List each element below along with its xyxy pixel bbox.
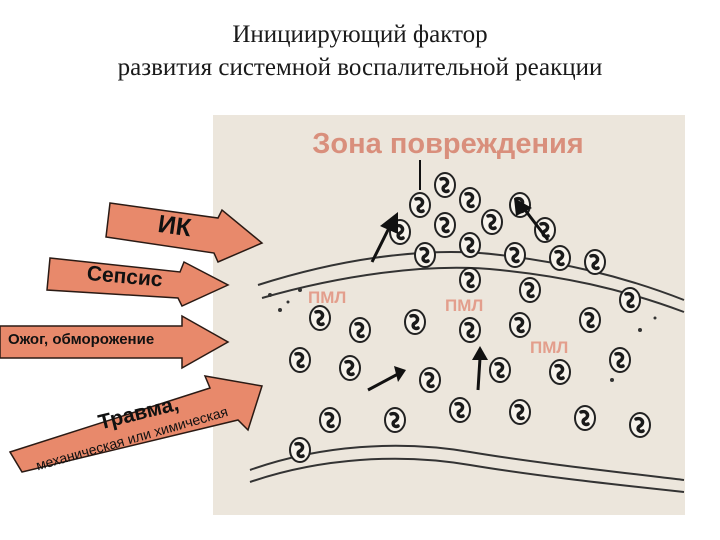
cell-label-pmn-1: ПМЛ: [308, 288, 347, 307]
debris-particles: [268, 288, 657, 382]
leukocyte-cluster: [288, 171, 652, 464]
upper-vessel-wall: [257, 251, 685, 313]
cell-label-pmn-2: ПМЛ: [445, 296, 484, 315]
cause-arrow-burn: [0, 314, 230, 370]
cause-arrow-trauma: [8, 375, 263, 473]
cause-arrow-ik: [105, 202, 264, 263]
arrow-label-ik: ИК: [156, 210, 193, 243]
cause-arrow-sepsis: [46, 257, 230, 307]
title-line-1: Инициирующий фактор: [232, 21, 488, 48]
title-line-2: развития системной воспалительной реакци…: [117, 54, 603, 81]
lower-vessel-wall: [249, 444, 685, 493]
migration-arrows: [367, 160, 550, 392]
arrow-label-burn: Ожог, обморожение: [8, 331, 155, 348]
slide-title: Инициирующий фактор развития системной в…: [0, 18, 720, 84]
zone-label: Зона повреждения: [312, 128, 584, 160]
cell-label-pmn-3: ПМЛ: [530, 338, 569, 357]
